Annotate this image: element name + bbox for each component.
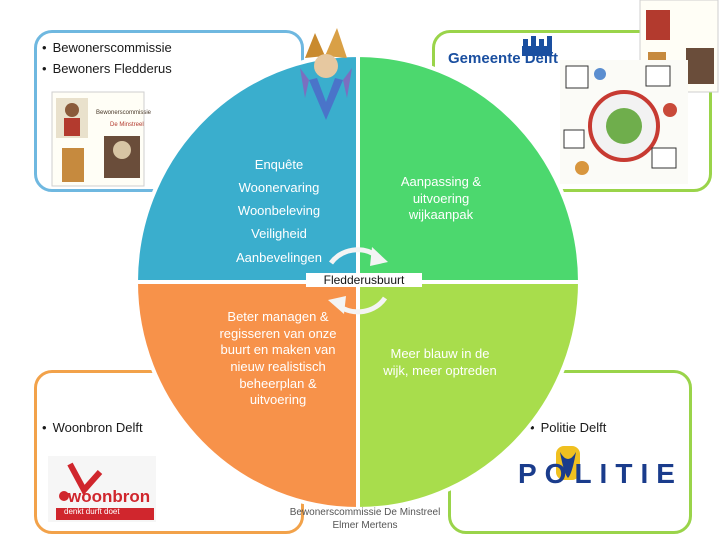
woonbron-name: woonbron xyxy=(68,487,151,506)
orange-line-2: regisseren van onze xyxy=(219,325,337,341)
woonbron-logo xyxy=(48,456,156,522)
footer: Bewonerscommissie De Minstreel Elmer Mer… xyxy=(270,506,460,532)
lime-line-2: wijk, meer optreden xyxy=(383,362,497,378)
footer-organisation: Bewonerscommissie De Minstreel xyxy=(289,507,441,518)
quadrant-lime xyxy=(356,280,583,512)
quadrant-orange-text: Beter managen & regisseren van onze buur… xyxy=(198,309,358,409)
lime-line-1: Meer blauw in de xyxy=(390,346,490,361)
woonbron-tagline: denkt durft doet xyxy=(64,507,120,516)
flyer-image-left xyxy=(51,91,145,187)
quadrant-green-text: Aanpassing & uitvoering wijkaanpak xyxy=(376,174,506,224)
blue-item-veiligheid: Veiligheid xyxy=(251,226,307,242)
orange-line-3: buurt en maken van xyxy=(220,342,336,358)
green-line-2: uitvoering xyxy=(412,190,470,206)
quadrant-lime-text: Meer blauw in de wijk, meer optreden xyxy=(368,346,512,379)
orange-line-4: nieuw realistisch xyxy=(230,358,326,374)
quadrant-orange xyxy=(133,280,360,512)
green-line-3: wijkaanpak xyxy=(408,207,474,223)
bullet-bewoners-fledderus: Bewoners Fledderus xyxy=(42,61,172,76)
green-line-1: Aanpassing & xyxy=(400,174,482,189)
gemeente-delft-logo: Gemeente Delft xyxy=(448,50,559,67)
flyer-subtitle: De Minstreel xyxy=(110,122,144,128)
bullet-politie-delft: Politie Delft xyxy=(530,420,607,435)
figure-icon xyxy=(300,28,352,120)
politie-wordmark: POLITIE xyxy=(518,458,683,489)
quadrant-blue-text: Enquête Woonervaring Woonbeleving Veilig… xyxy=(214,153,344,269)
blue-item-woonervaring: Woonervaring xyxy=(238,180,320,196)
orange-line-1: Beter managen & xyxy=(227,309,329,324)
politie-logo xyxy=(516,444,662,514)
orange-line-6: uitvoering xyxy=(249,392,307,408)
flyer-title: Bewonerscommissie xyxy=(96,110,152,116)
bullet-woonbron-delft: Woonbron Delft xyxy=(42,420,143,435)
blue-item-aanbevelingen: Aanbevelingen xyxy=(235,249,323,265)
footer-author: Elmer Mertens xyxy=(332,520,398,531)
blue-item-enquete: Enquête xyxy=(254,157,304,172)
quadrant-green xyxy=(356,52,583,284)
crown-icon xyxy=(522,36,552,56)
blue-item-woonbeleving: Woonbeleving xyxy=(237,203,321,219)
orange-line-5: beheerplan & xyxy=(239,375,317,391)
center-label: Fledderusbuurt xyxy=(306,273,422,287)
wijkaanpak-illustration xyxy=(560,60,688,184)
flyer-image-right xyxy=(639,0,719,93)
bullet-bewonerscommissie: Bewonerscommissie xyxy=(42,40,172,55)
